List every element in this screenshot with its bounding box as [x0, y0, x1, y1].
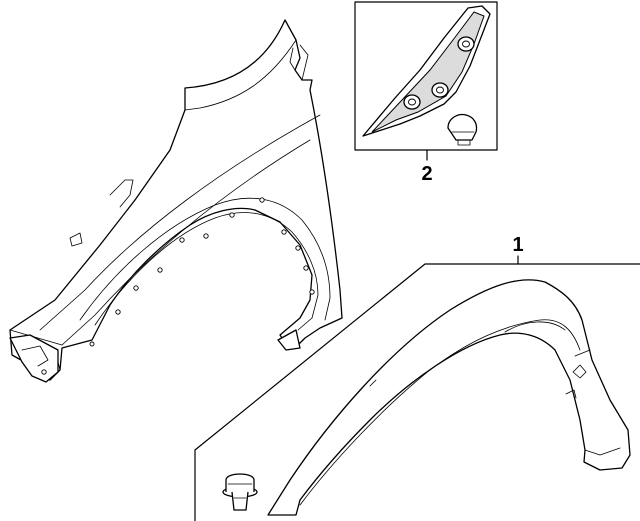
part-1-box: 1: [194, 234, 640, 521]
part-2-box: 2: [354, 1, 498, 185]
callout-1: 1: [512, 234, 523, 256]
callout-2: 2: [421, 163, 432, 185]
clip-fastener: [222, 473, 258, 511]
front-fender: [9, 19, 343, 383]
